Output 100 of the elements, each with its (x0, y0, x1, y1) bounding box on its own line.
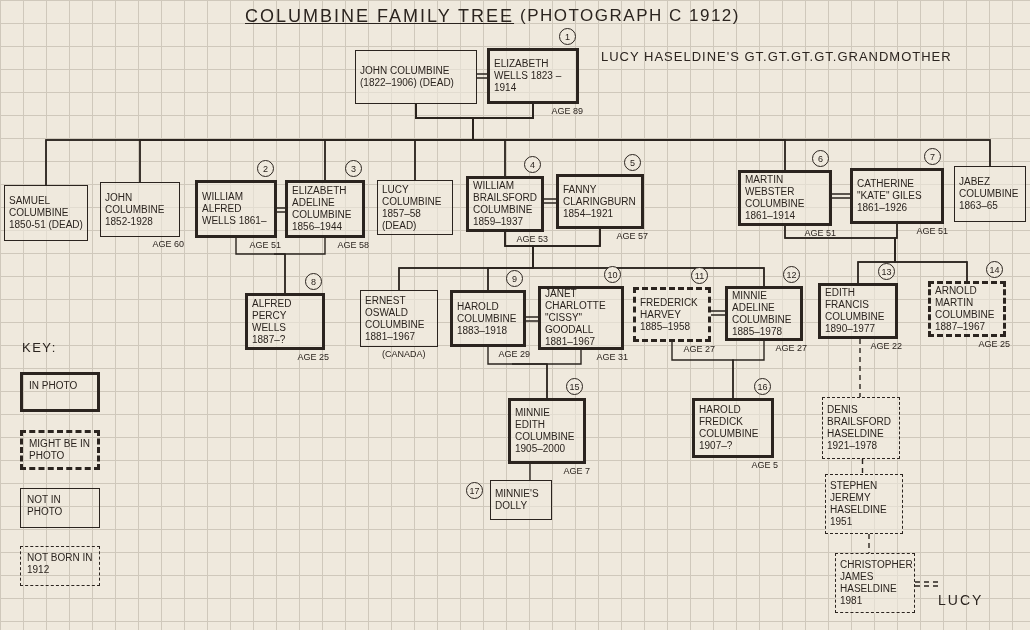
key-text: NOT BORN IN 1912 (27, 552, 93, 576)
age-note: AGE 51 (804, 228, 836, 238)
person-name: LUCY COLUMBINE 1857–58 (DEAD) (382, 183, 443, 232)
person-box (490, 480, 552, 520)
person-name: MARTIN WEBSTER COLUMBINE 1861–1914 (745, 174, 806, 222)
person-name: CHRISTOPHER JAMES HASELDINE 1981 (840, 559, 913, 607)
family-line (511, 349, 582, 399)
person-name: JOHN COLUMBINE 1852-1928 (105, 191, 166, 228)
key-text: NOT IN PHOTO (27, 494, 64, 518)
circled-number: 6 (812, 150, 829, 167)
age-note: AGE 27 (683, 344, 715, 354)
age-note: AGE 7 (563, 466, 590, 476)
circled-number: 9 (506, 270, 523, 287)
person-name: SAMUEL COLUMBINE 1850-51 (DEAD) (9, 195, 83, 231)
age-note: AGE 89 (551, 106, 583, 116)
circled-number: 15 (566, 378, 583, 395)
age-note: AGE 60 (152, 239, 184, 249)
key-text: IN PHOTO (29, 380, 79, 392)
circled-number: 12 (783, 266, 800, 283)
family-line (529, 463, 531, 481)
person-box (100, 182, 180, 237)
age-note: AGE 25 (978, 339, 1010, 349)
person-name: HAROLD COLUMBINE 1883–1918 (457, 300, 518, 337)
subtitle: (PHOTOGRAPH C 1912) (520, 6, 740, 26)
person-box (825, 474, 903, 534)
person-box (556, 174, 644, 229)
person-box (245, 293, 325, 350)
circled-number: 17 (466, 482, 483, 499)
note-text: LUCY HASELDINE'S GT.GT.GT.GT.GRANDMOTHER (601, 49, 952, 64)
person-name: JABEZ COLUMBINE 1863–65 (959, 176, 1020, 212)
dashed-connector (859, 338, 861, 398)
circled-number: 11 (691, 267, 708, 284)
age-note: AGE 58 (337, 240, 369, 250)
age-note: AGE 57 (616, 231, 648, 241)
person-name: ERNEST OSWALD COLUMBINE 1881–1967 (365, 294, 426, 343)
circled-number: 13 (878, 263, 895, 280)
person-name: DENIS BRAILSFORD HASELDINE 1921–1978 (827, 404, 892, 452)
person-name: WILLIAM BRAILSFORD COLUMBINE 1859–1937 (473, 180, 537, 228)
person-box (822, 397, 900, 459)
age-note: AGE 22 (870, 341, 902, 351)
person-name: JANET CHARLOTTE "CISSY" GOODALL 1881–1967 (545, 288, 607, 348)
person-name: ARNOLD MARTIN COLUMBINE 1887–1967 (935, 285, 996, 333)
age-note: AGE 25 (297, 352, 329, 362)
age-note: AGE 53 (516, 234, 548, 244)
person-box (360, 290, 438, 347)
dashed-connector (914, 581, 939, 587)
person-box (928, 281, 1006, 337)
person-box (355, 50, 477, 104)
age-note: AGE 27 (775, 343, 807, 353)
family-line (276, 207, 286, 213)
circled-number: 14 (986, 261, 1003, 278)
person-name: WILLIAM ALFRED WELLS 1861– (202, 191, 268, 227)
person-name: CATHERINE "KATE" GILES 1861–1926 (857, 178, 923, 214)
circled-number: 16 (754, 378, 771, 395)
circled-number: 8 (305, 273, 322, 290)
person-box (377, 180, 453, 235)
age-note: AGE 31 (596, 352, 628, 362)
family-line (831, 193, 851, 199)
place-note: (CANADA) (382, 349, 426, 359)
name-text: LUCY (938, 592, 984, 608)
person-name: MINNIE ADELINE COLUMBINE 1885–1978 (732, 289, 793, 338)
family-line (525, 316, 539, 322)
circled-number: 1 (559, 28, 576, 45)
person-box (4, 185, 88, 241)
key-text: MIGHT BE IN PHOTO (29, 438, 91, 462)
dashed-connector (868, 533, 870, 554)
person-box (835, 553, 915, 613)
age-note: AGE 5 (751, 460, 778, 470)
family-line (543, 198, 557, 204)
person-box (738, 170, 832, 226)
key-heading: KEY: (22, 340, 57, 355)
person-box (818, 283, 898, 339)
person-box (692, 398, 774, 458)
age-note: AGE 51 (916, 226, 948, 236)
person-box (487, 48, 579, 104)
person-name: HAROLD FREDICK COLUMBINE 1907–? (699, 404, 760, 452)
person-box (466, 176, 544, 232)
person-box (850, 168, 944, 224)
person-box (633, 287, 711, 342)
family-line (732, 340, 765, 399)
circled-number: 4 (524, 156, 541, 173)
circled-number: 10 (604, 266, 621, 283)
family-line (273, 237, 326, 294)
person-name: MINNIE EDITH COLUMBINE 1905–2000 (515, 407, 576, 455)
person-name: MINNIE'S DOLLY (495, 488, 540, 512)
family-line (710, 310, 726, 316)
person-box (725, 286, 803, 341)
person-box (285, 180, 365, 238)
person-box (538, 286, 624, 350)
person-box (508, 398, 586, 464)
person-box (450, 290, 526, 347)
person-name: FREDERICK HARVEY 1885–1958 (640, 296, 699, 333)
circled-number: 5 (624, 154, 641, 171)
person-name: ALFRED PERCY WELLS 1887–? (252, 297, 293, 346)
age-note: AGE 51 (249, 240, 281, 250)
person-name: ELIZABETH WELLS 1823 – 1914 (494, 58, 563, 94)
person-name: STEPHEN JEREMY HASELDINE 1951 (830, 480, 888, 528)
family-line (894, 223, 968, 282)
circled-number: 7 (924, 148, 941, 165)
circled-number: 2 (257, 160, 274, 177)
